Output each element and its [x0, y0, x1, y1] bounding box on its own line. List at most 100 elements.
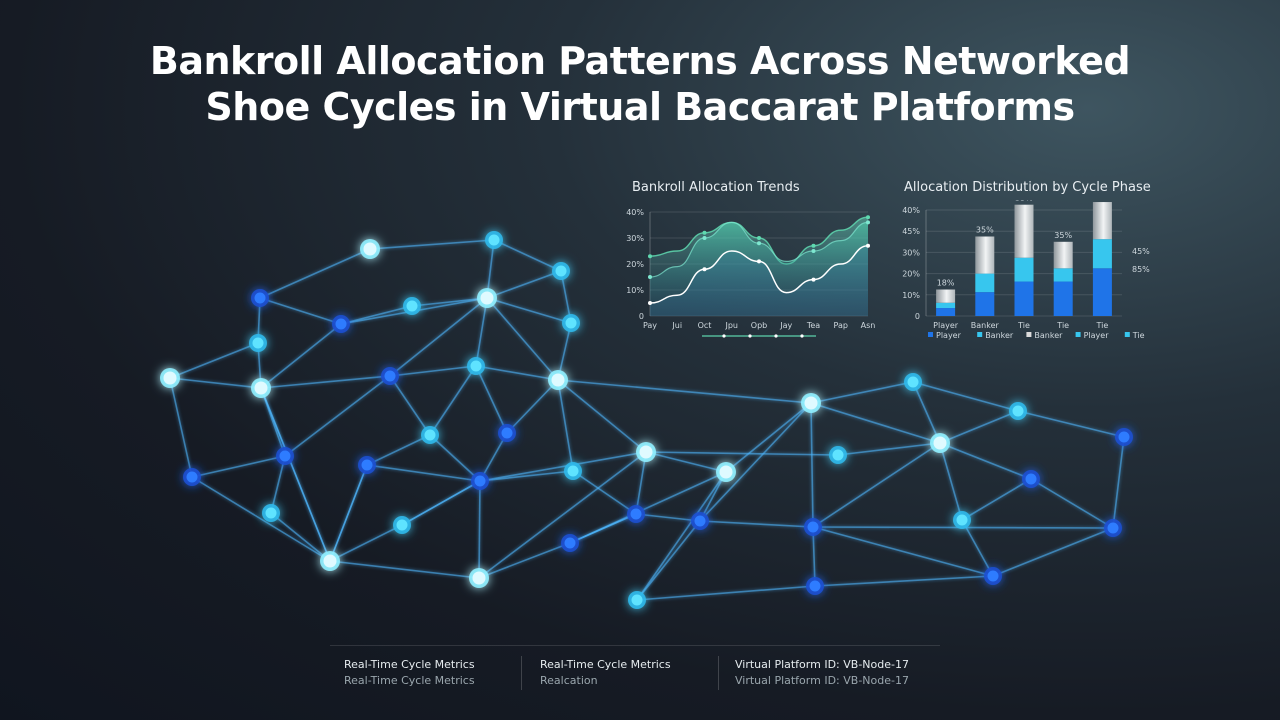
network-edge: [429, 434, 481, 482]
trend-series-area: [650, 222, 868, 316]
network-edge: [837, 442, 941, 456]
network-node: [183, 468, 201, 486]
dist-side-label: 85%: [1132, 265, 1150, 274]
network-edge: [636, 471, 727, 601]
network-edge: [259, 248, 371, 299]
trend-point: [648, 301, 652, 305]
distribution-chart: 010%20%30%45%40%18%Player35%Banker35%Tie…: [902, 200, 1150, 340]
network-node: [262, 504, 280, 522]
network-node: [1022, 470, 1040, 488]
network-edge: [812, 526, 816, 587]
network-edge: [912, 381, 1019, 412]
network-edge: [479, 470, 574, 482]
trend-point: [648, 254, 652, 259]
network-node: [467, 357, 485, 375]
network-node: [421, 426, 439, 444]
trend-x-tick: Jui: [671, 321, 682, 330]
network-edge: [486, 297, 559, 381]
network-edge: [411, 297, 488, 307]
network-edge: [992, 527, 1114, 577]
dist-bar-segment: [975, 236, 995, 274]
network-node: [930, 433, 950, 453]
dist-bar-segment: [1014, 257, 1034, 282]
network-edge: [645, 451, 727, 473]
network-node: [251, 289, 269, 307]
network-edge: [961, 519, 994, 577]
footer-col-1-line-2: Real-Time Cycle Metrics: [344, 674, 475, 687]
trend-y-tick: 0: [639, 312, 644, 321]
network-edge: [572, 470, 637, 515]
network-node: [360, 239, 380, 259]
network-node: [806, 577, 824, 595]
network-node: [249, 334, 267, 352]
dist-legend-swatch: [1026, 332, 1032, 337]
network-edge: [270, 455, 286, 514]
network-edge: [366, 464, 481, 482]
network-edge: [389, 365, 477, 377]
network-node: [160, 368, 180, 388]
network-edge: [329, 524, 403, 562]
footer-divider: [521, 656, 522, 690]
footer-col-1-line-1: Real-Time Cycle Metrics: [344, 658, 475, 671]
network-edge: [645, 451, 839, 456]
network-node: [904, 373, 922, 391]
dist-legend-swatch: [1124, 332, 1130, 337]
network-edge: [814, 575, 994, 587]
network-edge: [260, 387, 331, 562]
dist-side-label: 45%: [1132, 247, 1150, 256]
trend-y-tick: 20%: [626, 260, 644, 269]
network-edge: [725, 402, 812, 473]
network-edge: [506, 379, 559, 434]
network-edge: [1030, 478, 1114, 529]
network-edge: [478, 451, 647, 579]
network-node: [251, 378, 271, 398]
trend-legend-marker: [774, 334, 778, 338]
network-edge: [479, 432, 508, 482]
trend-point: [866, 215, 870, 220]
network-node: [804, 518, 822, 536]
network-node: [1104, 519, 1122, 537]
network-edge: [475, 365, 508, 434]
network-edge: [340, 305, 413, 325]
network-edge: [191, 455, 286, 478]
network-node: [332, 315, 350, 333]
trend-y-tick: 30%: [626, 234, 644, 243]
network-edge: [557, 379, 812, 404]
page-title: Bankroll Allocation Patterns Across Netw…: [0, 38, 1280, 130]
footer-col-1: Real-Time Cycle Metrics Real-Time Cycle …: [344, 658, 475, 687]
network-edge: [401, 480, 481, 526]
dist-bar-segment: [936, 289, 956, 303]
trend-point: [811, 249, 816, 253]
dist-data-label: 35%: [1015, 200, 1033, 203]
trend-x-tick: Oct: [698, 321, 712, 330]
trend-point: [757, 236, 761, 240]
network-edge: [635, 451, 647, 515]
network-node: [829, 446, 847, 464]
network-edge: [270, 512, 331, 562]
dist-bar-segment: [1053, 268, 1073, 282]
trend-x-tick: Pay: [643, 321, 657, 330]
dist-bar-segment: [1092, 202, 1112, 240]
network-edge: [699, 402, 812, 522]
trend-point: [866, 220, 870, 225]
dist-x-tick: Tie: [1017, 321, 1030, 330]
network-edge: [569, 513, 637, 544]
network-node: [403, 297, 421, 315]
dist-bar-segment: [1014, 281, 1034, 316]
network-edge: [939, 442, 1032, 480]
dist-y-tick: 20%: [902, 270, 920, 279]
network-node: [276, 447, 294, 465]
dist-y-tick: 30%: [902, 248, 920, 257]
network-node: [469, 568, 489, 588]
dist-y-tick: 0: [915, 312, 920, 321]
network-edge: [284, 375, 391, 457]
network-edge: [389, 297, 488, 377]
dist-bar-segment: [936, 302, 956, 309]
trend-series-area: [650, 245, 868, 316]
network-node: [485, 231, 503, 249]
trend-point: [648, 275, 652, 279]
dist-y-tick: 45%: [902, 227, 920, 236]
distribution-chart-title: Allocation Distribution by Cycle Phase: [904, 180, 1151, 195]
dist-bar-segment: [1053, 281, 1073, 316]
